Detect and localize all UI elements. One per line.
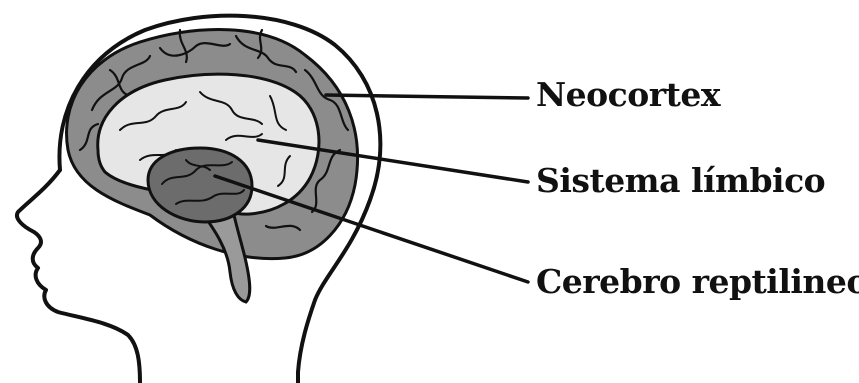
neocortex-label: Neocortex xyxy=(536,78,720,111)
limbic-label: Sistema límbico xyxy=(536,164,825,197)
reptilian-label: Cerebro reptilineo xyxy=(536,265,859,298)
neocortex-leader-line xyxy=(326,95,528,98)
